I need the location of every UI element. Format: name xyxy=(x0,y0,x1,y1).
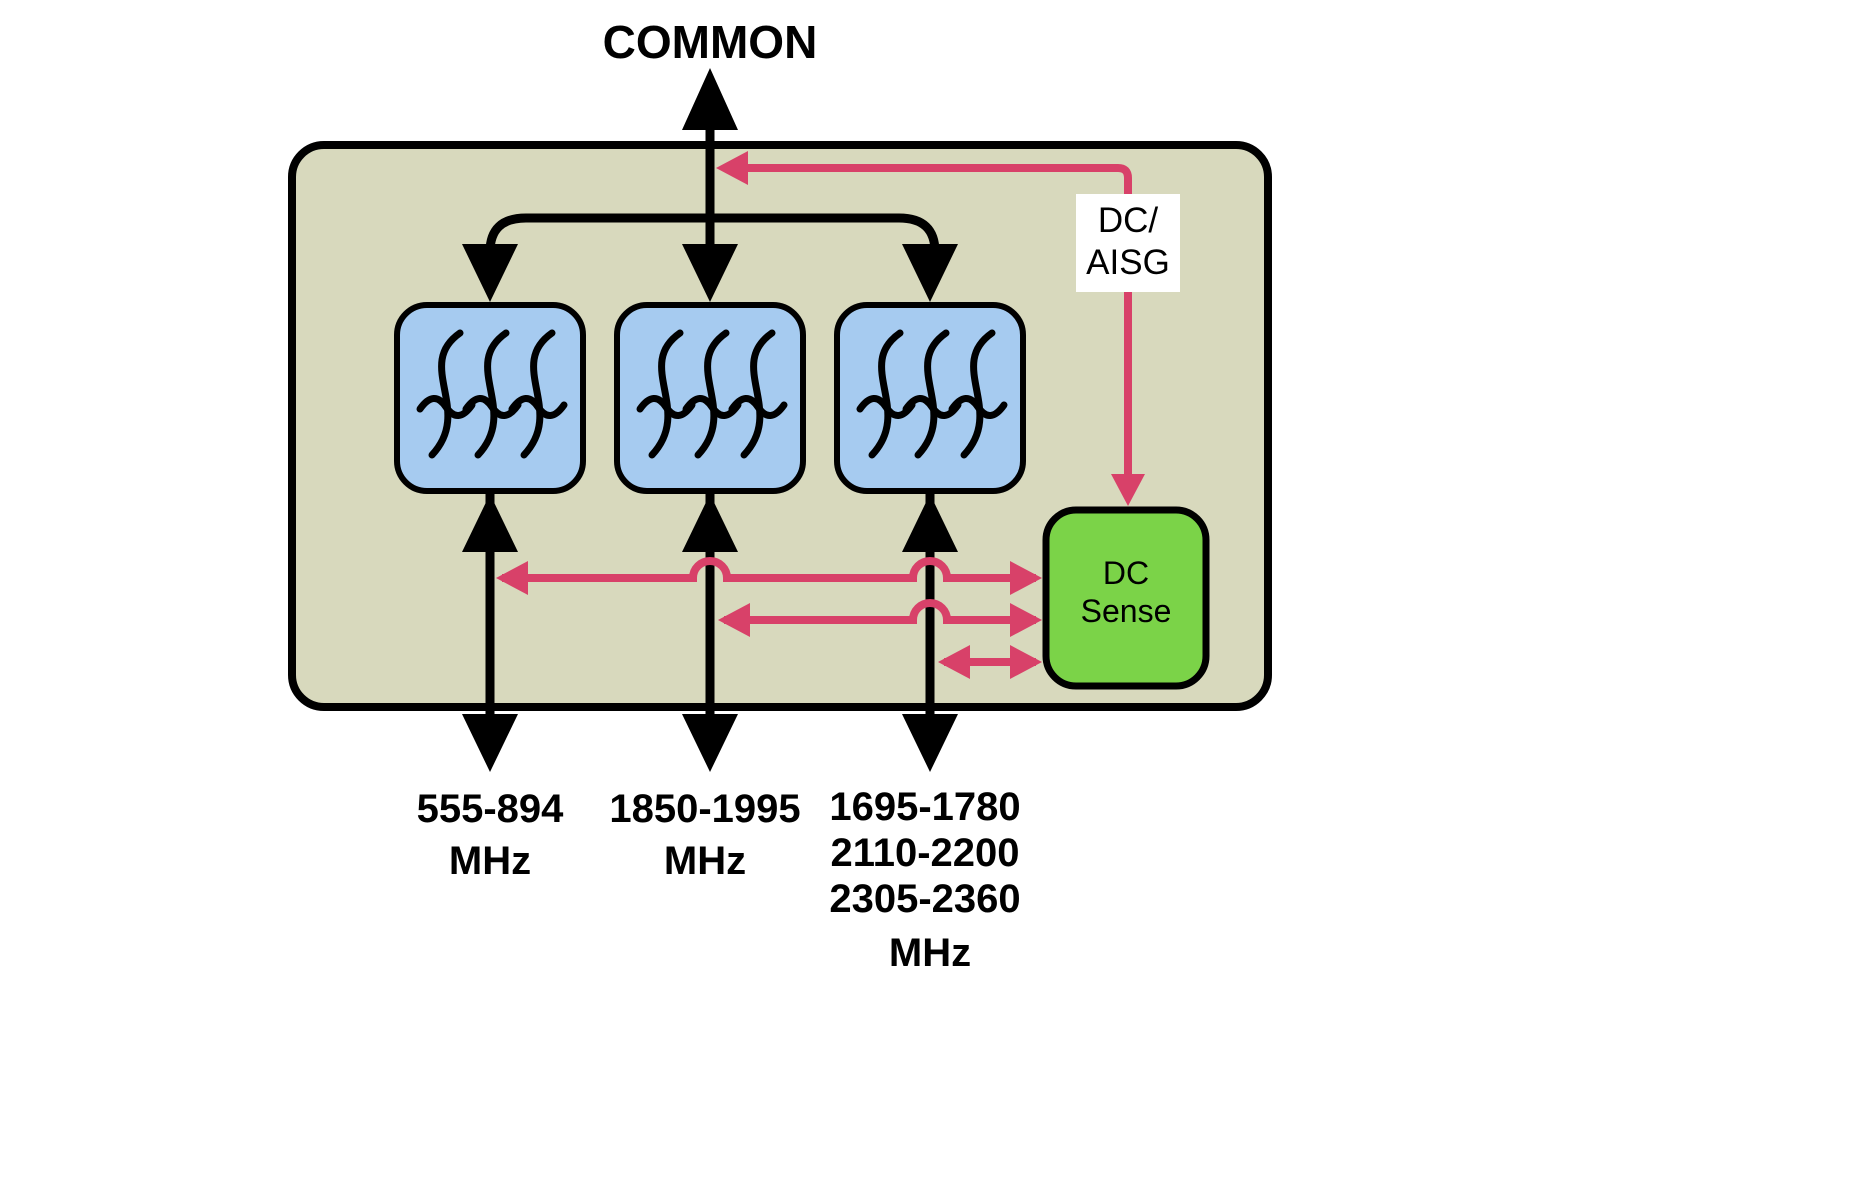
link1-arrow-right-icon xyxy=(1010,561,1042,595)
common-arrow-up-icon xyxy=(682,68,738,130)
dc-aisg-label-line2: AISG xyxy=(1086,243,1170,282)
dc-sense-box xyxy=(1042,506,1210,690)
filter3-arrow-down-icon xyxy=(902,244,958,302)
dc-sense-label-line1: DC xyxy=(1103,555,1149,591)
link2-arrow-right-icon xyxy=(1010,603,1042,637)
dc-aisg-path xyxy=(730,164,1132,474)
link2-arrow-left-icon xyxy=(718,603,750,637)
signal-arrowheads xyxy=(462,68,958,772)
dc-aisg-arrow-down-icon xyxy=(1111,474,1145,506)
link1-arrow-left-icon xyxy=(496,561,528,595)
port3-label-line1: 1695-1780 xyxy=(829,785,1020,829)
branch-line xyxy=(485,213,940,257)
link3-arrow-right-icon xyxy=(1010,645,1042,679)
port2-label-line1: 1850-1995 xyxy=(609,787,800,831)
dc-aisg-label-line1: DC/ xyxy=(1098,201,1159,240)
dc-sense-label-line2: Sense xyxy=(1081,593,1172,629)
port3-arrow-down-icon xyxy=(902,714,958,772)
common-port-label: COMMON xyxy=(603,16,818,68)
port1-label-line2: MHz xyxy=(449,839,531,883)
port-labels: 555-894 MHz 1850-1995 MHz 1695-1780 2110… xyxy=(417,785,1021,975)
dc-aisg-arrow-left-icon xyxy=(716,151,748,185)
port3-label-line3: 2305-2360 xyxy=(829,877,1020,921)
port1-arrow-down-icon xyxy=(462,714,518,772)
port2-arrow-up-icon xyxy=(682,494,738,552)
dc-sense-link-2 xyxy=(724,599,1036,624)
dc-sense-link-1 xyxy=(502,557,1036,582)
port3-label-line4: MHz xyxy=(889,931,971,975)
filter2-arrow-down-icon xyxy=(682,244,738,302)
dc-aisg-label-bg xyxy=(1076,194,1180,292)
port1-label-line1: 555-894 xyxy=(417,787,565,831)
port3-label-line2: 2110-2200 xyxy=(830,831,1019,875)
port3-arrow-up-icon xyxy=(902,494,958,552)
port2-arrow-down-icon xyxy=(682,714,738,772)
dc-arrowheads xyxy=(496,151,1145,679)
port1-arrow-up-icon xyxy=(462,494,518,552)
port2-label-line2: MHz xyxy=(664,839,746,883)
link3-arrow-left-icon xyxy=(938,645,970,679)
filter1-arrow-down-icon xyxy=(462,244,518,302)
